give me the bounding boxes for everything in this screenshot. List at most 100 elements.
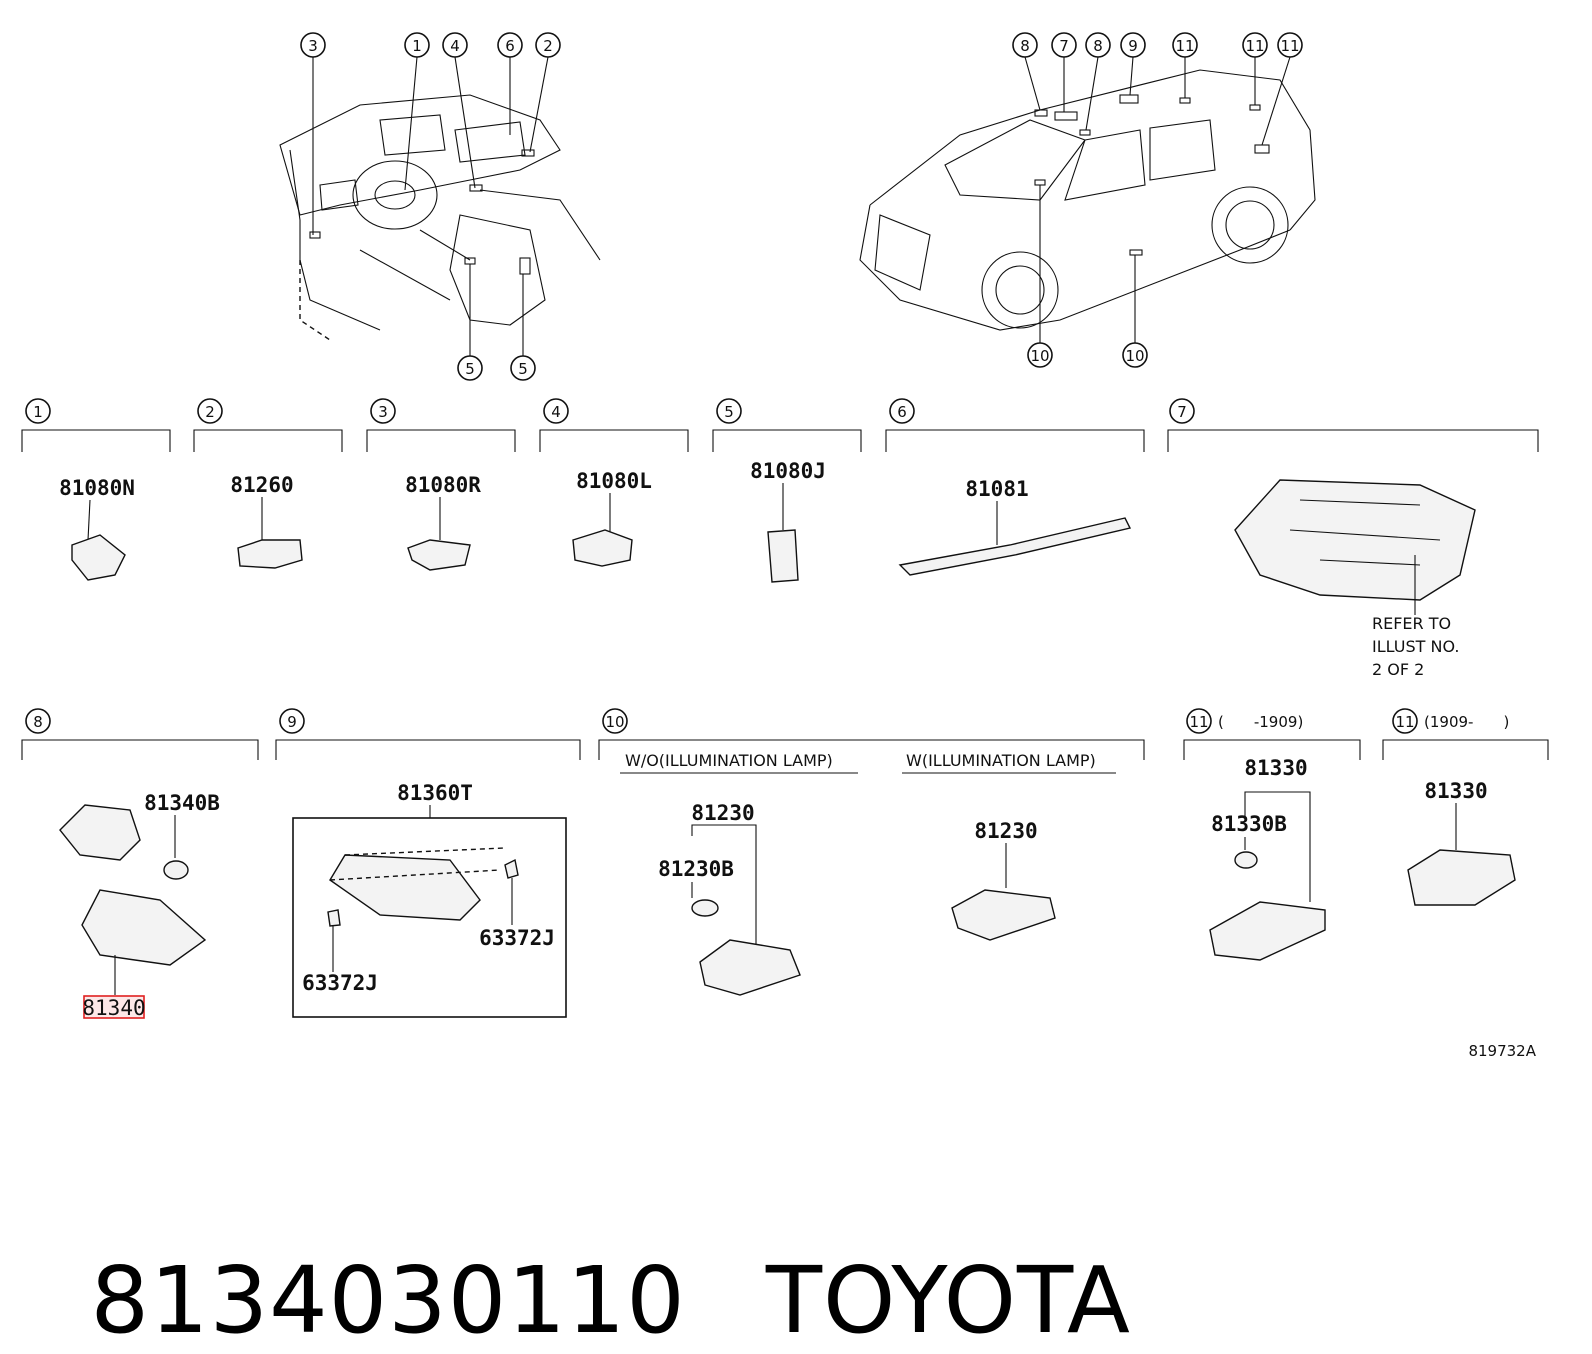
group-5: 5 81080J (712, 398, 862, 583)
switch-81080R (407, 539, 471, 571)
lamp-81260 (237, 539, 303, 569)
lamp-housing-81340 (81, 889, 207, 966)
clip-left (327, 909, 341, 927)
footer-brand: TOYOTA (765, 1247, 1131, 1354)
group-7: 7 REFER TO ILLUST NO. 2 OF 2 (1167, 398, 1539, 679)
bulb-81230B (691, 899, 719, 917)
part-81230-wo[interactable]: 81230 (691, 801, 754, 825)
svg-text:2: 2 (543, 37, 553, 55)
svg-text:10: 10 (605, 713, 624, 731)
svg-text:7: 7 (1059, 37, 1069, 55)
part-81080J[interactable]: 81080J (750, 459, 826, 483)
part-81081[interactable]: 81081 (965, 477, 1028, 501)
svg-text:1: 1 (412, 37, 422, 55)
svg-text:1: 1 (33, 403, 43, 421)
switch-81080L (572, 529, 633, 567)
part-81230-w[interactable]: 81230 (974, 819, 1037, 843)
svg-text:11: 11 (1280, 37, 1299, 55)
footer-part-number: 8134030110 (90, 1247, 686, 1354)
bulb-81330B (1234, 851, 1258, 869)
car-callouts: 8 7 8 9 11 11 11 (1012, 32, 1303, 368)
callout-1: 1 (404, 32, 430, 191)
callout-6: 6 (497, 32, 523, 135)
callout-10a: 10 (1027, 185, 1053, 368)
part-81080N[interactable]: 81080N (59, 476, 135, 500)
svg-text:6: 6 (505, 37, 515, 55)
connector (59, 804, 141, 861)
part-81330-a[interactable]: 81330 (1244, 756, 1307, 780)
svg-text:6: 6 (897, 403, 907, 421)
callout-8a: 8 (1012, 32, 1041, 111)
label-without-illumination: W/O(ILLUMINATION LAMP) (625, 751, 833, 770)
svg-text:8: 8 (1093, 37, 1103, 55)
svg-text:8: 8 (33, 713, 43, 731)
label-with-illumination: W(ILLUMINATION LAMP) (906, 751, 1096, 770)
callout-11a: 11 (1172, 32, 1198, 98)
part-81340B[interactable]: 81340B (144, 791, 220, 815)
part-63372J-left[interactable]: 63372J (302, 971, 378, 995)
bulb-81340B (163, 860, 189, 880)
part-81360T[interactable]: 81360T (397, 781, 473, 805)
part-81330-b[interactable]: 81330 (1424, 779, 1487, 803)
svg-text:11: 11 (1189, 713, 1208, 731)
dashboard-illustration (279, 94, 601, 341)
courtesy-lamp-wo (699, 939, 801, 996)
group-11a: 11 ( -1909) 81330 81330B (1183, 708, 1361, 961)
car-illustration (859, 69, 1316, 331)
parts-diagram: 3 1 4 6 2 5 5 (21, 32, 1549, 1060)
illustration-code: 819732A (1468, 1042, 1536, 1060)
callout-11c: 11 (1261, 32, 1303, 146)
part-81230B[interactable]: 81230B (658, 857, 734, 881)
part-81260[interactable]: 81260 (230, 473, 293, 497)
svg-text:11: 11 (1175, 37, 1194, 55)
svg-text:( -1909): ( -1909) (1218, 713, 1303, 731)
part-81080L[interactable]: 81080L (576, 469, 652, 493)
highlight-box (83, 995, 145, 1019)
svg-text:(1909- ): (1909- ) (1424, 713, 1509, 731)
svg-text:5: 5 (518, 360, 528, 378)
group-8: 8 81340B 81340 (21, 708, 259, 1020)
svg-text:2 OF 2: 2 OF 2 (1372, 660, 1424, 679)
svg-text:8: 8 (1020, 37, 1030, 55)
svg-text:10: 10 (1030, 347, 1049, 365)
switch-81080J (767, 529, 799, 583)
svg-text:4: 4 (551, 403, 561, 421)
svg-text:9: 9 (287, 713, 297, 731)
svg-text:5: 5 (465, 360, 475, 378)
svg-text:2: 2 (205, 403, 215, 421)
callout-11b: 11 (1242, 32, 1268, 105)
group-4: 4 81080L (539, 398, 689, 567)
svg-text:3: 3 (308, 37, 318, 55)
part-81340[interactable]: 81340 (82, 996, 145, 1020)
courtesy-lamp-w (951, 889, 1056, 941)
lamp-81330-a (1209, 901, 1326, 961)
svg-text:11: 11 (1245, 37, 1264, 55)
footer: 8134030110 TOYOTA (30, 1140, 1131, 1354)
svg-text:3: 3 (378, 403, 388, 421)
group-11b: 11 (1909- ) 81330 (1382, 708, 1549, 906)
switch-81080N (71, 534, 126, 581)
svg-text:11: 11 (1395, 713, 1414, 731)
group-9: 9 81360T 63372J 63372J (275, 708, 581, 1018)
svg-text:9: 9 (1128, 37, 1138, 55)
svg-text:5: 5 (724, 403, 734, 421)
svg-text:10: 10 (1125, 347, 1144, 365)
svg-text:7: 7 (1177, 403, 1187, 421)
group-1: 1 81080N (21, 398, 171, 581)
svg-text:ILLUST NO.: ILLUST NO. (1372, 637, 1459, 656)
part-81330B[interactable]: 81330B (1211, 812, 1287, 836)
part-81080R[interactable]: 81080R (405, 473, 481, 497)
group-2: 2 81260 (193, 398, 343, 569)
callout-4: 4 (442, 32, 476, 189)
callout-5a: 5 (457, 264, 483, 381)
part-63372J-right[interactable]: 63372J (479, 926, 555, 950)
group-3: 3 81080R (366, 398, 516, 571)
group-6: 6 81081 (885, 398, 1145, 576)
callout-2: 2 (529, 32, 561, 153)
callout-3: 3 (300, 32, 326, 235)
callout-9: 9 (1120, 32, 1146, 96)
group-10: 10 W/O(ILLUMINATION LAMP) W(ILLUMINATION… (598, 708, 1145, 996)
light-bar-81081 (898, 517, 1132, 576)
map-lamp-81360T (329, 854, 481, 921)
svg-text:REFER TO: REFER TO (1372, 614, 1451, 633)
